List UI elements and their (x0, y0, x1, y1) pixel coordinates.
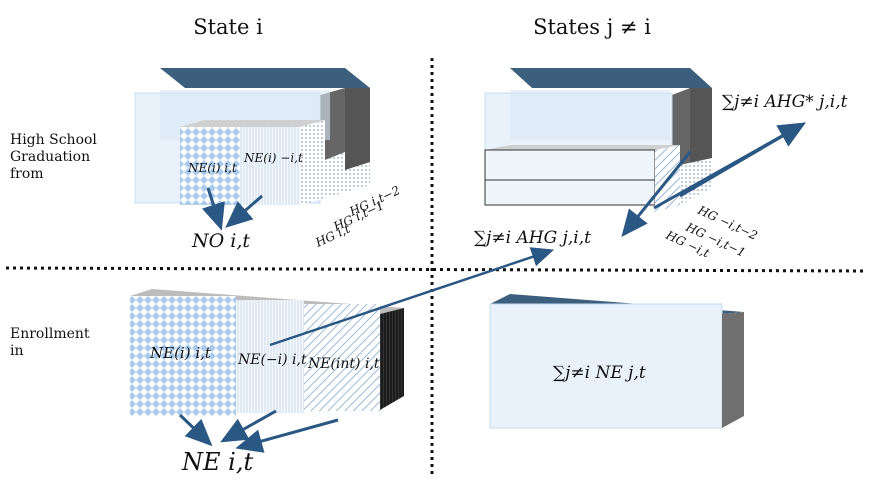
cohort-box-back-side (345, 88, 370, 178)
row-label-bottom-line-1: Enrollment (10, 326, 90, 342)
header-state-i: State i (193, 15, 263, 39)
tr-back-top (510, 68, 712, 88)
bottom-right-block (489, 294, 744, 429)
header-states-j: States j ≠ i (533, 15, 651, 39)
bl-ne-other-label: NE(−i) i,t (237, 352, 307, 368)
tr-dotted-side (680, 158, 712, 205)
row-label-top-line-3: from (10, 166, 44, 182)
row-label-bottom-line-2: in (10, 343, 24, 359)
bl-ne-other-face (236, 300, 304, 413)
tr-slab-top (485, 145, 680, 150)
row-label-bottom: Enrollment in (10, 326, 94, 359)
top-left-ne-own-label: NE(i) i,t (187, 161, 237, 175)
tr-slab-upper (484, 149, 656, 181)
top-right-block (484, 68, 712, 212)
bl-total-label: NE i,t (181, 448, 253, 476)
bl-ne-int-label: NE(int) i,t (307, 356, 380, 372)
top-left-ne-other-label: NE(i) −i,t (243, 151, 303, 165)
dotted-side (300, 120, 370, 205)
arrow-bl-int-to-total (235, 418, 339, 453)
tr-mid-front (510, 90, 670, 140)
cohort-box-back-top (160, 68, 370, 88)
ahg-label: ∑j≠i AHG j,i,t (474, 228, 591, 248)
bl-side-face (380, 308, 404, 410)
arrow-slab-to-ahg (621, 151, 692, 238)
br-front-face (489, 303, 723, 429)
ne-top-face (180, 120, 325, 127)
row-label-top-line-1: High School (10, 132, 97, 148)
arrow-cohort-c-to-ahg-star (699, 122, 806, 185)
ahg-star-label: ∑j≠i AHG* j,i,t (722, 92, 848, 112)
row-label-top: High School Graduation from (10, 132, 101, 182)
horizontal-divider (5, 266, 867, 273)
br-side-face (722, 312, 744, 428)
hg-cohort-label-3: HG i,t (312, 222, 352, 251)
arrow-ne-own-to-no (202, 187, 225, 231)
arrow-bl-other-to-ahg (269, 247, 555, 347)
row-label-top-line-2: Graduation (10, 149, 90, 165)
arrow-bl-own-to-total (178, 413, 213, 447)
bl-ne-own-face (130, 296, 236, 416)
top-left-block (134, 68, 370, 205)
bl-ne-own-label: NE(i) i,t (149, 344, 212, 362)
arrow-ne-other-to-no (225, 194, 263, 228)
ne-other-face (240, 127, 300, 205)
tr-back-side (690, 88, 712, 180)
tr-slab-lower (484, 179, 656, 206)
no-label: NO i,t (191, 230, 250, 252)
bottom-left-block (130, 289, 404, 416)
br-total-label: ∑j≠i NE j,t (553, 363, 646, 383)
